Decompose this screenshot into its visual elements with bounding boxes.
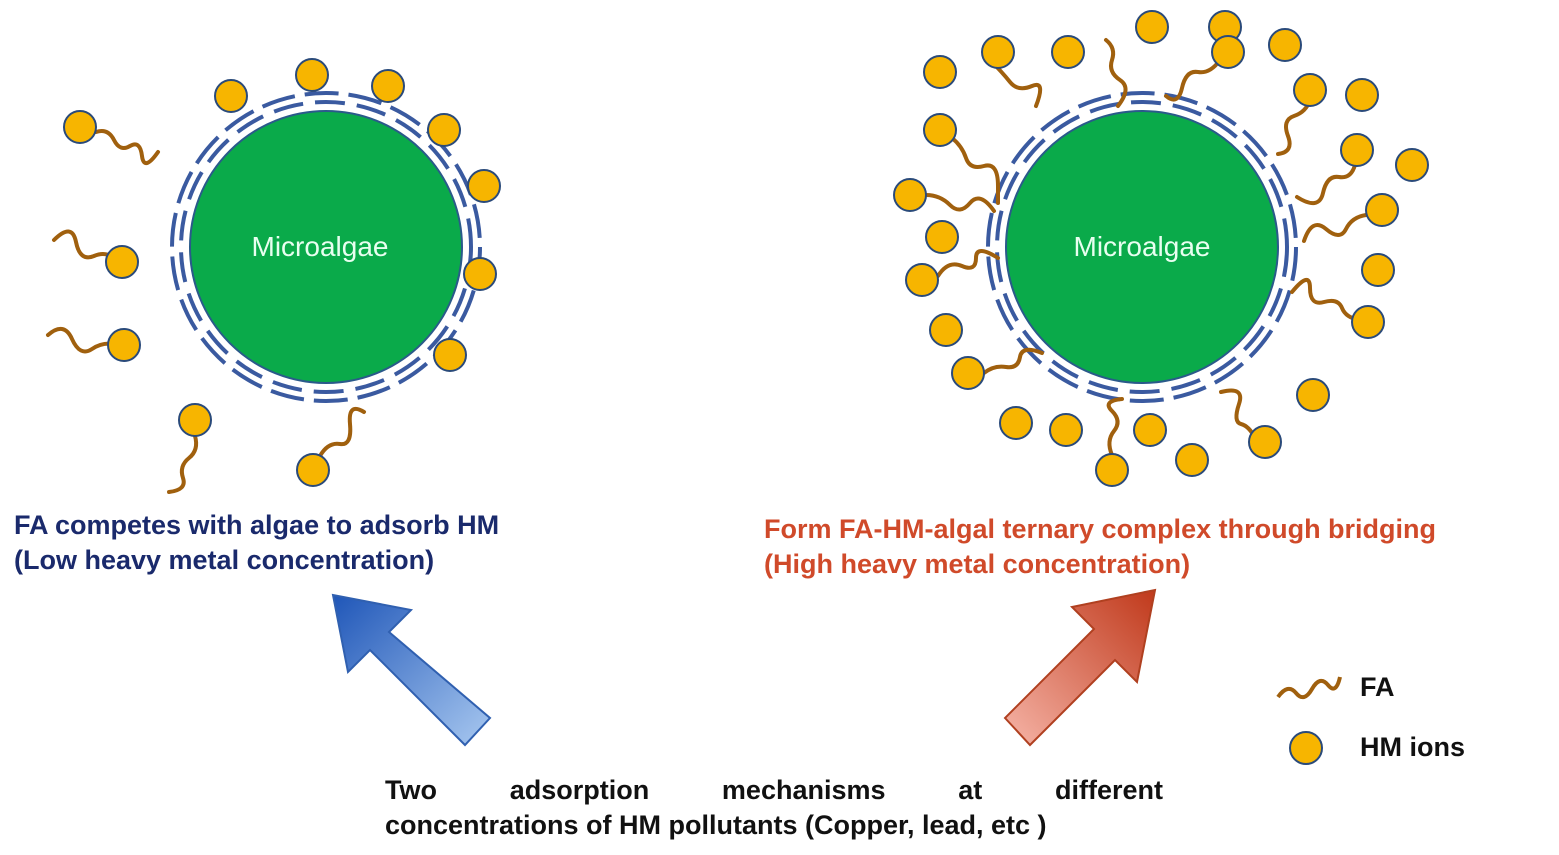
hm-ion (923, 113, 957, 147)
hm-ion (1135, 10, 1169, 44)
hm-ion (371, 69, 405, 103)
left-caption-line1: FA competes with algae to adsorb HM (14, 510, 500, 540)
hm-ion (427, 113, 461, 147)
hm-ion (923, 55, 957, 89)
fa-molecule (318, 407, 366, 458)
fa-molecule (1106, 397, 1124, 457)
hm-ion (929, 313, 963, 347)
bottom-caption: Two adsorption mechanisms at different c… (385, 773, 1163, 843)
legend-hm-label: HM ions (1360, 732, 1465, 762)
hm-ion (178, 403, 212, 437)
hm-ion (1345, 78, 1379, 112)
hm-ion (1133, 413, 1167, 447)
hm-ion (905, 263, 939, 297)
hm-ion (1049, 413, 1083, 447)
right-caption: Form FA-HM-algal ternary complex through… (764, 512, 1436, 582)
fa-molecule (988, 58, 1043, 108)
microalgae-cell-left: Microalgae (170, 91, 482, 403)
fa-molecule (1295, 163, 1357, 205)
microalgae-cell-right: Microalgae (986, 91, 1298, 403)
fa-molecule (1290, 278, 1362, 322)
fa-molecule (1302, 213, 1368, 243)
cell-label: Microalgae (252, 231, 389, 262)
hm-ion (1051, 35, 1085, 69)
word: at (958, 775, 983, 805)
hm-ion (1248, 425, 1282, 459)
legend-hm-icon (1289, 731, 1323, 765)
hm-ion (1211, 35, 1245, 69)
right-caption-line2: (High heavy metal concentration) (764, 549, 1191, 579)
fa-molecule (167, 434, 199, 494)
hm-ion (1175, 443, 1209, 477)
hm-ion (1095, 453, 1129, 487)
hm-ion (1340, 133, 1374, 167)
hm-ion (467, 169, 501, 203)
fa-molecule (936, 249, 1000, 278)
fa-molecule (1164, 58, 1222, 102)
hm-ion (463, 257, 497, 291)
hm-ion (925, 220, 959, 254)
hm-ion (1395, 148, 1429, 182)
cell-label: Microalgae (1074, 231, 1211, 262)
hm-ion (981, 35, 1015, 69)
hm-ion (1365, 193, 1399, 227)
word: different (1054, 775, 1163, 805)
word: Two (385, 775, 437, 805)
fa-molecule (94, 129, 160, 165)
bottom-caption-line2: concentrations of HM pollutants (Copper,… (385, 810, 1047, 840)
hm-ion (1293, 73, 1327, 107)
left-caption: FA competes with algae to adsorb HM (Low… (14, 508, 499, 578)
hm-ion (999, 406, 1033, 440)
word: adsorption (509, 775, 650, 805)
hm-ion (893, 178, 927, 212)
fa-molecule (924, 193, 996, 213)
hm-ion (107, 328, 141, 362)
fa-molecule (1104, 38, 1128, 108)
fa-molecule (1219, 388, 1257, 440)
fa-molecule (950, 136, 1000, 205)
fa-molecule (46, 327, 120, 354)
word: mechanisms (721, 775, 886, 805)
fa-molecule (982, 347, 1044, 375)
left-caption-line2: (Low heavy metal concentration) (14, 545, 435, 575)
blue-arrow (331, 593, 492, 747)
red-arrow (1003, 588, 1157, 747)
hm-ion (1268, 28, 1302, 62)
right-caption-line1: Form FA-HM-algal ternary complex through… (764, 514, 1437, 544)
hm-ion (295, 58, 329, 92)
legend-fa-icon (1276, 676, 1342, 700)
hm-ion (433, 338, 467, 372)
hm-ion (105, 245, 139, 279)
hm-ion (1351, 305, 1385, 339)
hm-ion (1296, 378, 1330, 412)
hm-ion (214, 79, 248, 113)
hm-ion (1361, 253, 1395, 287)
fa-molecule (1276, 98, 1312, 156)
hm-ion (296, 453, 330, 487)
legend-fa-label: FA (1360, 672, 1395, 702)
hm-ion (63, 110, 97, 144)
hm-ion (951, 356, 985, 390)
